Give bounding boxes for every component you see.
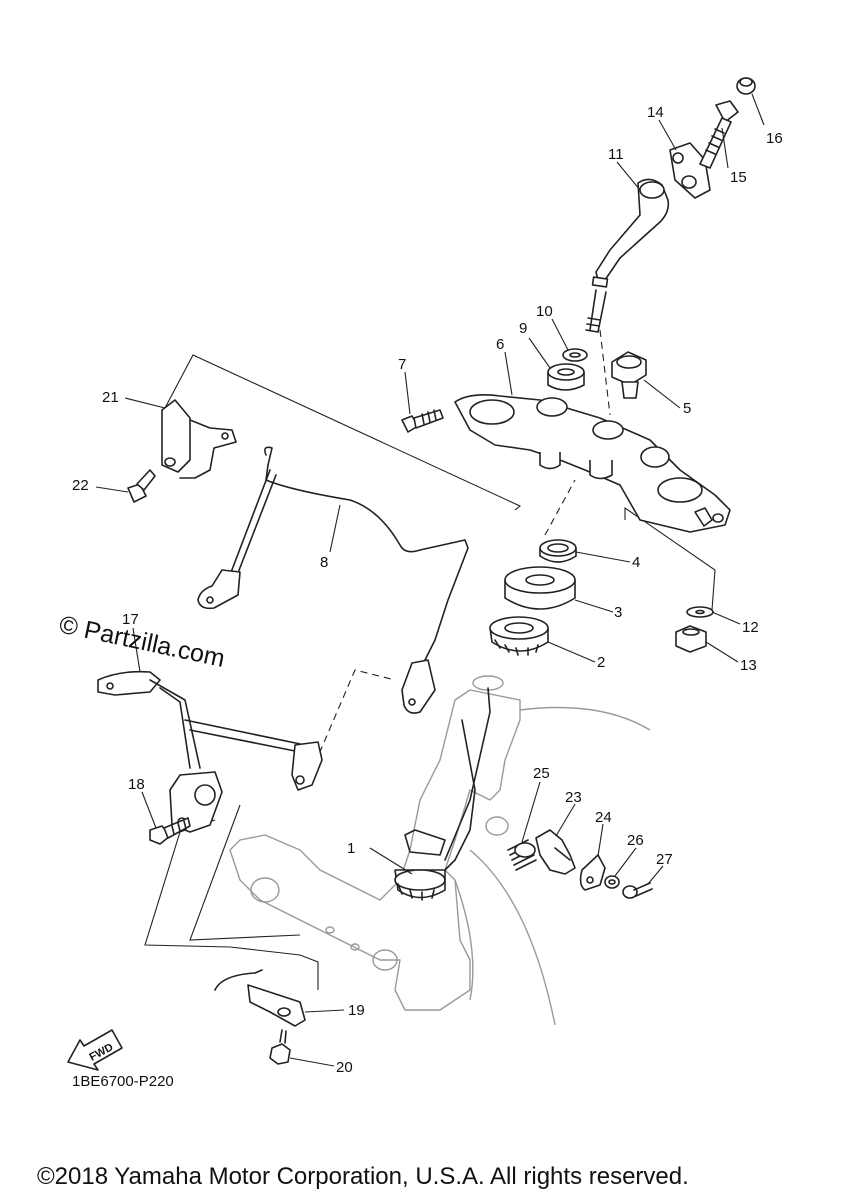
callout-10: 10 <box>536 303 553 320</box>
diagram-code: 1BE6700-P220 <box>72 1073 174 1090</box>
part-27-rivet <box>622 882 653 899</box>
assembly-lines <box>144 329 716 990</box>
callout-14: 14 <box>647 104 664 121</box>
callout-8: 8 <box>320 554 328 571</box>
callout-leaders <box>95 93 765 1067</box>
part-26-washer <box>604 875 620 889</box>
callout-12: 12 <box>742 619 759 636</box>
part-3-bearing-cover <box>504 566 576 610</box>
callout-labels: 1 2 3 4 5 6 7 8 9 10 11 12 13 14 15 16 1… <box>72 104 783 1076</box>
callout-23: 23 <box>565 789 582 806</box>
callout-3: 3 <box>614 604 622 621</box>
callout-19: 19 <box>348 1002 365 1019</box>
callout-21: 21 <box>102 389 119 406</box>
callout-6: 6 <box>496 336 504 353</box>
part-9-collar <box>547 363 585 391</box>
part-18-bolt <box>149 817 191 845</box>
callout-22: 22 <box>72 477 89 494</box>
callout-17: 17 <box>122 611 139 628</box>
part-21-stay <box>161 399 237 479</box>
part-5-bolt <box>611 351 647 399</box>
part-24-plate <box>579 854 606 891</box>
callout-15: 15 <box>730 169 747 186</box>
callout-25: 25 <box>533 765 550 782</box>
callout-27: 27 <box>656 851 673 868</box>
callout-1: 1 <box>347 840 355 857</box>
part-6-upper-bracket <box>454 394 731 533</box>
part-17-stay <box>97 670 323 833</box>
part-22-bolt <box>127 469 156 503</box>
copyright-footer: ©2018 Yamaha Motor Corporation, U.S.A. A… <box>37 1163 689 1190</box>
callout-4: 4 <box>632 554 640 571</box>
callout-2: 2 <box>597 654 605 671</box>
callout-16: 16 <box>766 130 783 147</box>
part-20-bolt <box>269 1029 291 1065</box>
part-4-ring-nut <box>539 539 577 563</box>
part-12-washer <box>686 606 714 618</box>
part-8-cable <box>197 446 469 714</box>
part-19-bracket <box>214 969 306 1027</box>
part-7-bolt <box>401 409 444 433</box>
part-15-bolt <box>699 100 739 169</box>
part-2-bearing <box>489 616 549 656</box>
callout-20: 20 <box>336 1059 353 1076</box>
callout-5: 5 <box>683 400 691 417</box>
callout-11: 11 <box>608 146 624 163</box>
part-10-washer <box>562 348 588 362</box>
part-25-spring <box>507 839 537 871</box>
fwd-arrow-icon: FWD <box>67 1029 123 1071</box>
part-16-nut <box>736 77 756 95</box>
part-1-steering-stem <box>394 687 491 901</box>
frame-outline <box>229 675 651 1026</box>
part-23-lock-pin <box>535 829 576 875</box>
watermark: © Partzilla.com <box>57 610 228 672</box>
part-13-nut <box>675 625 707 653</box>
callout-26: 26 <box>627 832 644 849</box>
callout-9: 9 <box>519 320 527 337</box>
callout-7: 7 <box>398 356 406 373</box>
part-11-handle-stem <box>585 178 670 333</box>
callout-24: 24 <box>595 809 612 826</box>
part-14-clamp <box>669 142 711 199</box>
callout-13: 13 <box>740 657 757 674</box>
callout-18: 18 <box>128 776 145 793</box>
